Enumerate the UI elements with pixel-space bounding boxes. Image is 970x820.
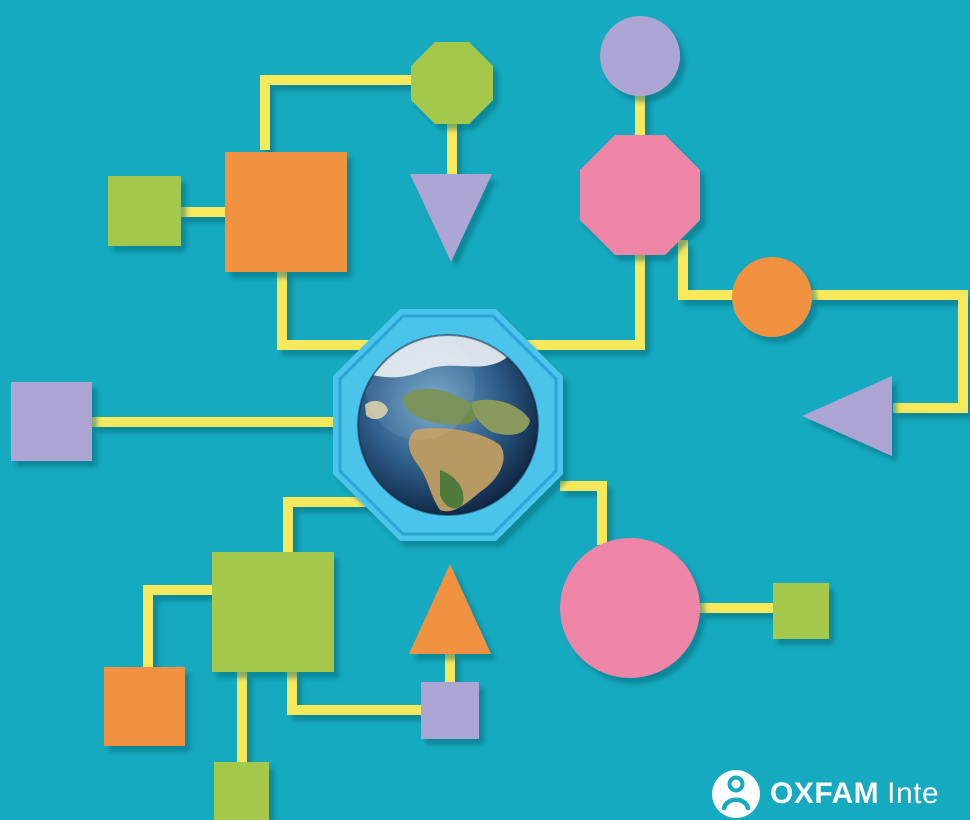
lavender-triangle-down-node	[410, 174, 492, 262]
connector-orange-circle-to-triangle	[810, 290, 968, 413]
lavender-square-node	[11, 382, 92, 461]
orange-triangle-up-node	[409, 564, 491, 654]
small-green-square-right-node	[773, 583, 829, 639]
globe-earth-icon	[357, 334, 539, 516]
connector-green-square-to-orange-square	[143, 585, 215, 668]
orange-circle-node	[732, 257, 812, 337]
green-square-large-node	[212, 552, 334, 672]
pink-circle-node	[560, 538, 700, 678]
orange-square-bottom-node	[104, 667, 185, 746]
connector-hub-to-green-square	[283, 497, 372, 553]
connector-orange-square-to-hub	[277, 270, 372, 350]
logo-suffix-text: Inte	[887, 777, 940, 810]
oxfam-logo: OXFAM Inte	[708, 768, 970, 820]
pink-octagon-node	[580, 135, 700, 255]
connector-pink-octagon-to-orange-circle	[678, 240, 740, 300]
lavender-triangle-left-node	[802, 376, 892, 456]
small-green-square-bottom-node	[214, 762, 269, 820]
oxfam-person-icon	[712, 770, 760, 818]
lavender-circle-node	[600, 16, 680, 96]
center-hub	[333, 309, 563, 541]
green-square-node	[108, 176, 181, 246]
orange-square-node	[225, 152, 347, 272]
connector-lines	[92, 75, 968, 765]
connector-green-square-to-lavender-square	[287, 672, 425, 715]
lavender-square-small-node	[421, 682, 479, 739]
diagram-shapes	[11, 16, 892, 820]
connector-hub-to-pink-circle	[560, 481, 607, 545]
green-octagon-node	[411, 42, 493, 124]
hub-octagon-inner-rim	[338, 314, 558, 536]
connector-orange-square-to-octagon	[260, 75, 412, 150]
logo-brand-text: OXFAM	[770, 777, 880, 810]
connector-pink-octagon-to-hub	[520, 250, 645, 350]
